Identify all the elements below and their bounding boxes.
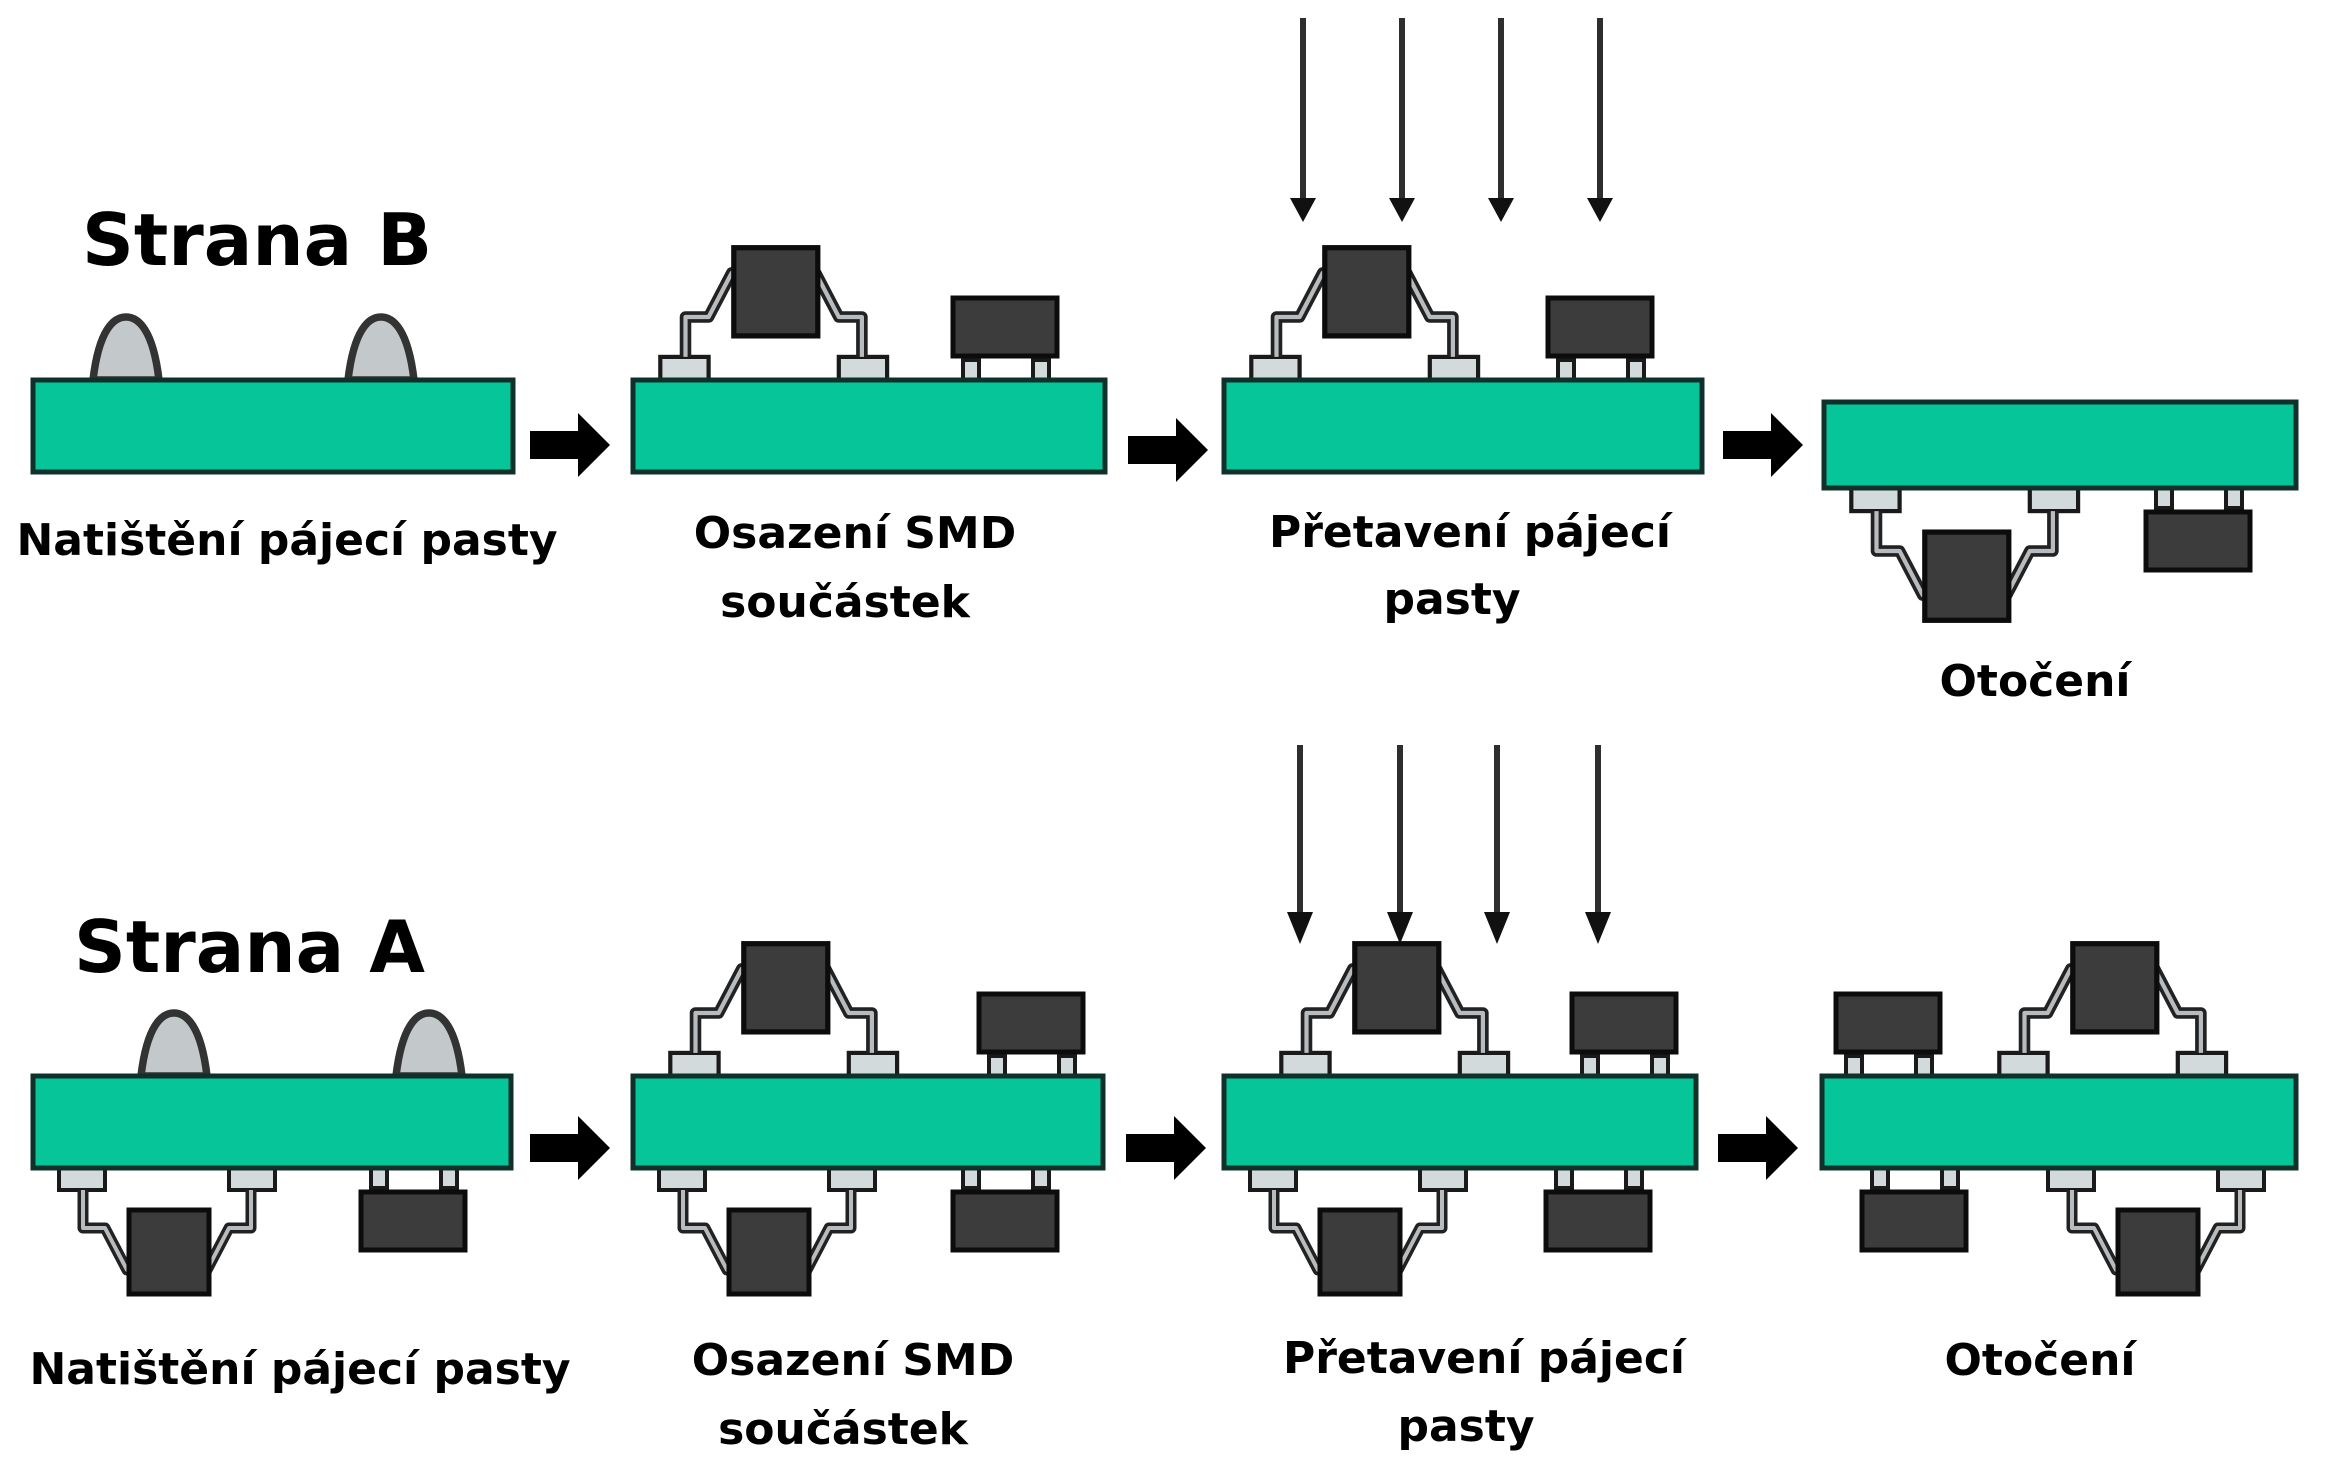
heat-arrows-icon — [1287, 745, 1611, 944]
step-label: Natištění pájecí pasty — [16, 515, 557, 566]
step-label: pasty — [1383, 574, 1520, 625]
step-label: Přetavení pájecí — [1269, 507, 1674, 558]
flow-arrow-icon — [1718, 1116, 1798, 1180]
step-label: součástek — [720, 577, 972, 628]
step-label: Otočení — [1940, 656, 2134, 707]
pcb-flipped-icon — [1819, 944, 2299, 1294]
step-label: Přetavení pájecí — [1283, 1333, 1688, 1384]
flow-arrow-icon — [530, 1116, 610, 1180]
heat-arrows-icon — [1290, 18, 1613, 222]
pcb-flipped-icon — [1821, 399, 2299, 620]
step-label: Osazení SMD — [692, 1335, 1014, 1386]
pcb-with-placed-components-icon — [630, 944, 1106, 1294]
step-label: Natištění pájecí pasty — [29, 1344, 570, 1395]
pcb-with-solder-paste-icon — [30, 1013, 514, 1294]
flow-arrow-icon — [530, 413, 610, 477]
pcb-reflow-icon — [1221, 944, 1699, 1294]
flow-arrow-icon — [1723, 413, 1803, 477]
step-label: pasty — [1397, 1401, 1534, 1452]
pcb-reflow-icon — [1221, 248, 1705, 475]
side-label-b: Strana B — [82, 198, 432, 282]
side-label-a: Strana A — [74, 905, 425, 989]
step-label: součástek — [718, 1404, 970, 1455]
flow-arrow-icon — [1128, 418, 1208, 482]
step-label: Osazení SMD — [694, 508, 1016, 559]
pcb-with-solder-paste-icon — [30, 317, 516, 475]
flow-arrow-icon — [1126, 1116, 1206, 1180]
pcb-with-placed-components-icon — [630, 248, 1108, 475]
step-label: Otočení — [1945, 1335, 2139, 1386]
